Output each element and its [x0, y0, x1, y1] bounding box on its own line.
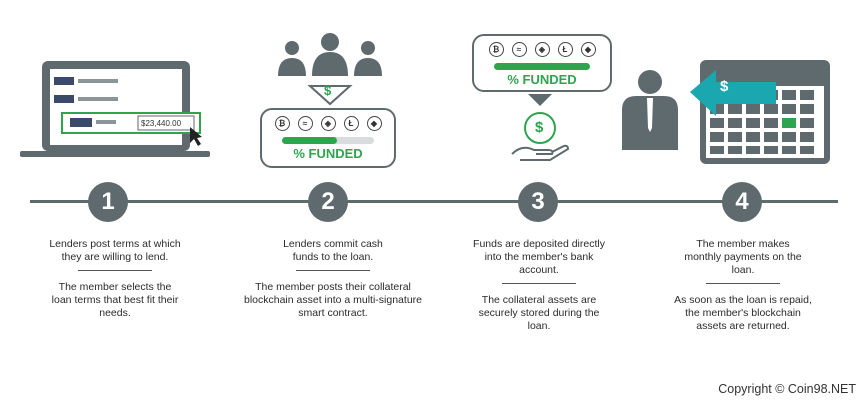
- step-1-number: 1: [101, 188, 115, 215]
- step-2-badge: 2: [308, 182, 348, 222]
- laptop-icon: [20, 61, 210, 157]
- ripple-icon: ◈: [320, 116, 336, 131]
- coin-dollar-sign: $: [535, 119, 544, 136]
- bitcoin-icon: ₿: [488, 42, 504, 57]
- copyright-notice: Copyright © Coin98.NET: [718, 382, 856, 396]
- step-1-text-a: Lenders post terms at which they are wil…: [49, 238, 181, 263]
- funded-card-step-3: ₿ ≈ ◈ Ł ◆ % FUNDED: [472, 34, 612, 92]
- step-1-text-b: The member selects the loan terms that b…: [51, 281, 179, 319]
- investors-illustration: $: [270, 28, 390, 108]
- divider: [502, 283, 576, 284]
- funding-progress-bar: [282, 137, 374, 144]
- step-4-text-a: The member makes monthly payments on the…: [684, 238, 802, 276]
- funding-progress-bar: [494, 63, 590, 70]
- group-of-people-icon: [278, 33, 382, 106]
- step-3-number: 3: [531, 188, 545, 215]
- step-3-description: Funds are deposited directly into the me…: [434, 238, 644, 333]
- step-4-text-b: As soon as the loan is repaid, the membe…: [674, 294, 812, 332]
- ethereum-icon: ◆: [580, 42, 596, 57]
- step-3-badge: 3: [518, 182, 558, 222]
- step-2-description: Lenders commit cash funds to the loan. T…: [228, 238, 438, 320]
- step-2-text-b: The member posts their collateral blockc…: [243, 281, 422, 319]
- step-4-badge: 4: [722, 182, 762, 222]
- laptop-amount: $23,440.00: [141, 119, 182, 128]
- crypto-coins-row: ₿ ≈ ◈ Ł ◆: [262, 116, 394, 131]
- dash-icon: ≈: [297, 116, 313, 131]
- divider: [296, 270, 370, 271]
- timeline-line: [30, 200, 838, 203]
- funded-label: % FUNDED: [507, 72, 577, 87]
- step-1-badge: 1: [88, 182, 128, 222]
- ethereum-icon: ◆: [366, 116, 382, 131]
- divider: [78, 270, 152, 271]
- funded-label: % FUNDED: [293, 146, 363, 161]
- arrow-dollar-sign: $: [324, 83, 332, 98]
- arrow-dollar-sign: $: [720, 78, 729, 95]
- dash-icon: ≈: [511, 42, 527, 57]
- laptop-illustration: $23,440.00: [20, 55, 220, 165]
- ripple-icon: ◈: [534, 42, 550, 57]
- divider: [706, 283, 780, 284]
- step-3-text-a: Funds are deposited directly into the me…: [473, 238, 605, 276]
- step-3-text-b: The collateral assets are securely store…: [478, 294, 600, 332]
- funded-card-step-2: ₿ ≈ ◈ Ł ◆ % FUNDED: [260, 108, 396, 168]
- step-4-number: 4: [735, 188, 749, 215]
- payment-illustration: $: [618, 58, 838, 168]
- step-1-description: Lenders post terms at which they are wil…: [10, 238, 220, 320]
- crypto-coins-row: ₿ ≈ ◈ Ł ◆: [474, 42, 610, 57]
- step-4-description: The member makes monthly payments on the…: [638, 238, 848, 333]
- step-2-number: 2: [321, 188, 335, 215]
- person-calendar-icon: [622, 60, 830, 164]
- hand-coin-icon: [511, 94, 570, 161]
- bitcoin-icon: ₿: [274, 116, 290, 131]
- litecoin-icon: Ł: [343, 116, 359, 131]
- step-2-text-a: Lenders commit cash funds to the loan.: [283, 238, 383, 263]
- deposit-illustration: $: [508, 92, 572, 172]
- litecoin-icon: Ł: [557, 42, 573, 57]
